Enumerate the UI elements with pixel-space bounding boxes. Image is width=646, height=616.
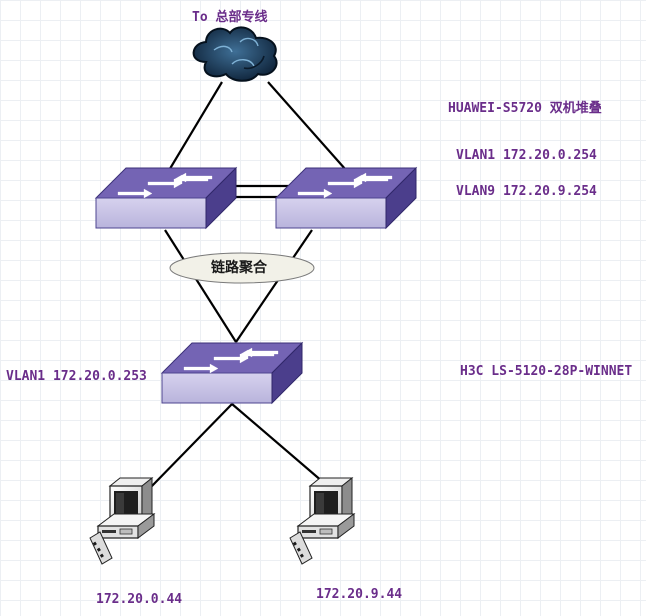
core-vlan1-label: VLAN1 172.20.0.254 [456, 148, 597, 163]
host-right[interactable] [289, 477, 355, 565]
uplink-left [167, 81, 223, 173]
uplink-right [267, 81, 347, 171]
network-links [149, 81, 347, 489]
aggregation-link-left [164, 229, 237, 343]
computer-icon [89, 477, 155, 565]
core-switch-right[interactable] [275, 167, 417, 229]
downlink-left [149, 403, 233, 489]
cloud-icon [192, 26, 278, 82]
core-vlan9-label: VLAN9 172.20.9.254 [456, 184, 597, 199]
downlink-right [231, 403, 331, 489]
headquarters-label: To 总部专线 [192, 10, 268, 25]
access-switch[interactable] [161, 342, 303, 404]
core-stack-model-label: HUAWEI-S5720 双机堆叠 [448, 101, 602, 116]
access-vlan1-label: VLAN1 172.20.0.253 [6, 369, 147, 384]
aggregation-link-right [235, 229, 313, 343]
host-left-ip-label: 172.20.0.44 [96, 592, 183, 607]
host-left[interactable] [89, 477, 155, 565]
link-aggregation-ellipse [169, 252, 315, 284]
host-right-ip-label: 172.20.9.44 [316, 587, 403, 602]
link-aggregation-label: 链路聚合 [211, 260, 267, 276]
access-switch-model-label: H3C LS-5120-28P-WINNET [460, 364, 633, 379]
computer-icon [289, 477, 355, 565]
core-switch-left[interactable] [95, 167, 237, 229]
